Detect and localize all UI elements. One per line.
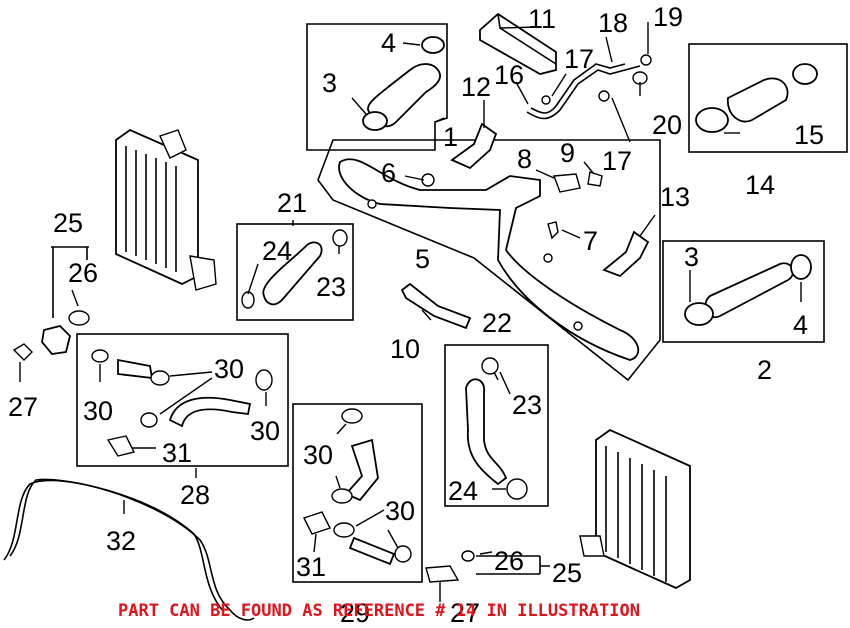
callout-32: 32	[106, 526, 136, 556]
callout-22: 22	[482, 308, 512, 338]
bolt-7	[547, 221, 559, 240]
callout-3-top: 3	[322, 68, 337, 98]
callout-20: 20	[652, 110, 682, 140]
box-hose-14	[688, 43, 848, 153]
callout-11: 11	[528, 4, 556, 34]
callout-15: 15	[794, 120, 824, 150]
hose-1-part	[362, 36, 445, 131]
callout-14: 14	[745, 170, 775, 200]
callout-30-a: 30	[214, 354, 244, 384]
callout-19: 19	[653, 2, 683, 32]
callout-9: 9	[560, 138, 575, 168]
callout-12: 12	[461, 72, 491, 102]
callout-18: 18	[598, 8, 628, 38]
callout-17-top: 17	[564, 44, 594, 74]
box-hose-28	[76, 333, 289, 467]
intercooler-left	[115, 128, 217, 291]
callout-5: 5	[415, 244, 430, 274]
callout-26-left: 26	[68, 258, 98, 288]
callout-8: 8	[517, 144, 532, 174]
callouts: 11 18 19 4 17 16 3 12 20 15 1 17 6 8 9 1…	[8, 2, 824, 628]
callout-1: 1	[443, 122, 458, 152]
hose-32	[3, 478, 255, 621]
callout-30-b: 30	[83, 396, 113, 426]
callout-17-mid: 17	[602, 146, 632, 176]
bracket-13	[602, 230, 650, 278]
callout-3-right: 3	[684, 242, 699, 272]
callout-2: 2	[757, 355, 772, 385]
bracket-12	[450, 122, 498, 170]
sensor-8-9	[553, 171, 603, 193]
callout-24-right: 24	[448, 476, 478, 506]
box-hose-29	[292, 403, 423, 583]
callout-27-right: 27	[450, 598, 480, 628]
callout-6: 6	[381, 158, 396, 188]
callout-29: 29	[340, 598, 370, 628]
pipe-assembly-5	[317, 139, 661, 382]
callout-4-right: 4	[793, 310, 808, 340]
callout-25-left: 25	[53, 208, 83, 238]
connector-25-left	[12, 246, 90, 361]
callout-28: 28	[180, 480, 210, 510]
box-hose-22	[444, 344, 549, 507]
leader-lines	[19, 22, 802, 602]
pipe-16-18	[526, 54, 652, 120]
callout-10: 10	[390, 334, 420, 364]
intercooler-right	[579, 428, 691, 590]
callout-7: 7	[583, 226, 598, 256]
connector-25-right	[425, 550, 550, 583]
callout-16: 16	[494, 60, 524, 90]
callout-23-right: 23	[512, 390, 542, 420]
box-hose-21	[236, 223, 354, 321]
bracket-10	[400, 282, 472, 330]
callout-24-left: 24	[262, 236, 292, 266]
box-hose-2	[662, 240, 825, 343]
callout-13: 13	[660, 182, 690, 212]
reference-note: PART CAN BE FOUND AS REFERENCE # 14 IN I…	[118, 601, 640, 621]
callout-31-a: 31	[162, 438, 192, 468]
callout-25-right: 25	[552, 558, 582, 588]
callout-4-top: 4	[381, 28, 396, 58]
callout-21: 21	[277, 188, 307, 218]
callout-27-left: 27	[8, 392, 38, 422]
callout-31-b: 31	[296, 552, 326, 582]
callout-23-left: 23	[316, 272, 346, 302]
callout-30-d: 30	[303, 440, 333, 470]
callout-26-right: 26	[494, 546, 524, 576]
callout-30-e: 30	[385, 496, 415, 526]
callout-30-c: 30	[250, 416, 280, 446]
